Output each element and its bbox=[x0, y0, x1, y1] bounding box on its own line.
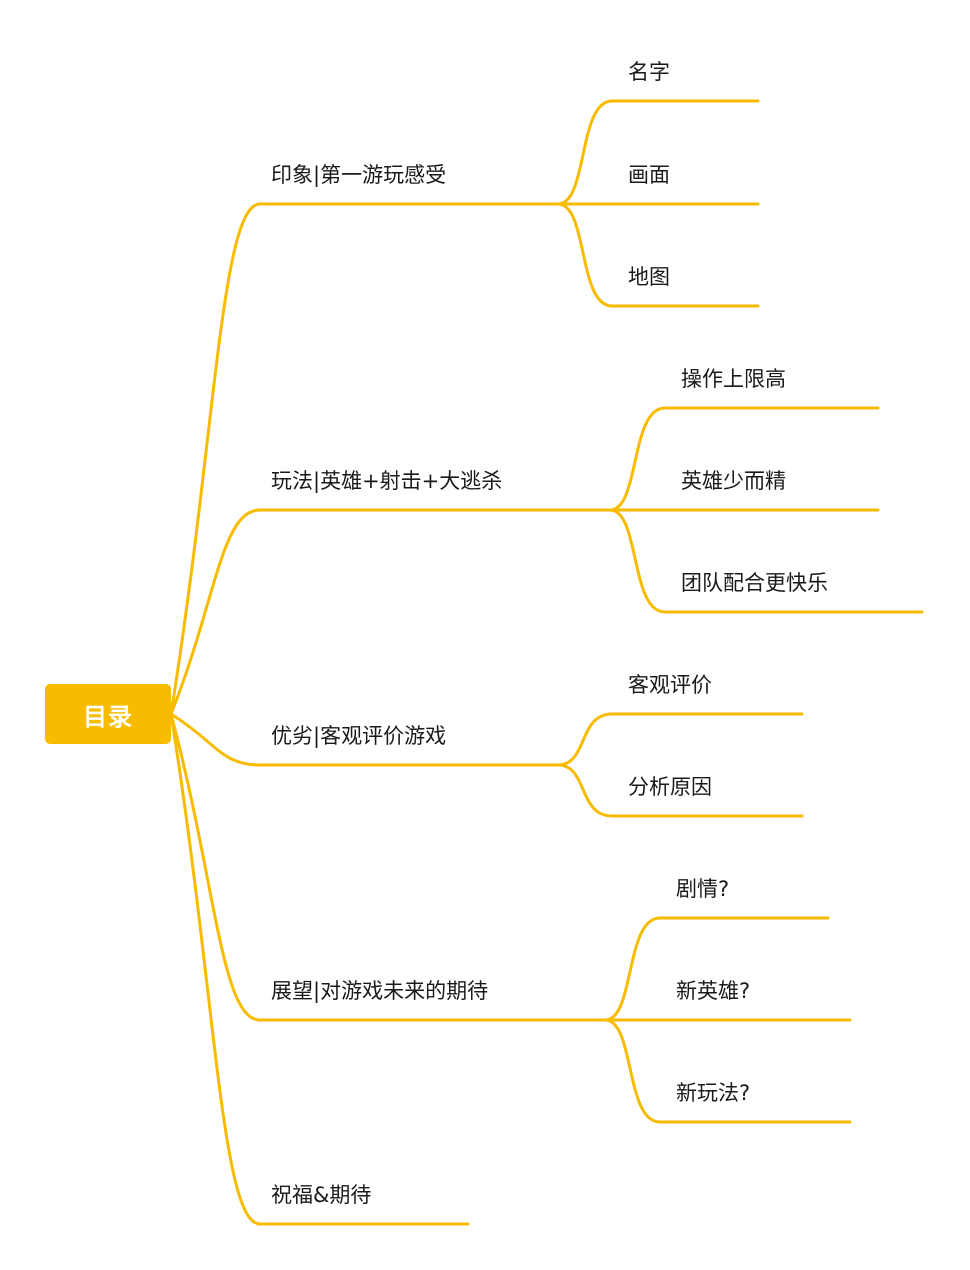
root-label: 目录 bbox=[83, 702, 133, 731]
leaf-connector-2-0 bbox=[556, 712, 804, 767]
branch-curve-1 bbox=[169, 508, 262, 716]
leaf-label-story[interactable]: 剧情? bbox=[676, 877, 730, 901]
leaf-connector-1-0 bbox=[608, 406, 880, 512]
leaf-label-graphics[interactable]: 画面 bbox=[628, 163, 670, 187]
leaf-label-name[interactable]: 名字 bbox=[628, 60, 670, 84]
branch-curve-0 bbox=[169, 202, 262, 716]
branch-curve-3 bbox=[169, 712, 262, 1022]
leaf-connector-3-2 bbox=[603, 1018, 852, 1124]
leaf-label-analysis[interactable]: 分析原因 bbox=[628, 775, 712, 799]
root-node[interactable]: 目录 bbox=[45, 684, 171, 744]
leaf-connector-2-1 bbox=[556, 763, 804, 818]
branch-label-impression[interactable]: 印象|第一游玩感受 bbox=[271, 163, 447, 187]
leaf-label-teamwork[interactable]: 团队配合更快乐 bbox=[681, 571, 828, 595]
branch-label-outlook[interactable]: 展望|对游戏未来的期待 bbox=[271, 979, 489, 1003]
leaf-label-new-modes[interactable]: 新玩法? bbox=[676, 1081, 751, 1105]
branch-label-wishes[interactable]: 祝福&期待 bbox=[271, 1183, 372, 1207]
leaf-label-heroes[interactable]: 英雄少而精 bbox=[681, 469, 786, 493]
leaf-label-objective-review[interactable]: 客观评价 bbox=[628, 673, 712, 697]
branch-label-pros-cons[interactable]: 优劣|客观评价游戏 bbox=[271, 724, 447, 748]
leaf-connector-3-0 bbox=[603, 916, 830, 1022]
leaf-connector-1-2 bbox=[608, 508, 924, 614]
leaf-connector-0-0 bbox=[556, 99, 760, 206]
leaf-label-new-heroes[interactable]: 新英雄? bbox=[676, 979, 751, 1003]
branch-label-gameplay[interactable]: 玩法|英雄+射击+大逃杀 bbox=[271, 469, 503, 493]
branch-curve-4 bbox=[169, 712, 262, 1226]
leaf-connector-0-2 bbox=[556, 202, 760, 308]
leaf-label-map[interactable]: 地图 bbox=[628, 265, 670, 289]
leaf-label-skill-ceiling[interactable]: 操作上限高 bbox=[681, 367, 786, 391]
branch-curve-2 bbox=[169, 712, 262, 767]
